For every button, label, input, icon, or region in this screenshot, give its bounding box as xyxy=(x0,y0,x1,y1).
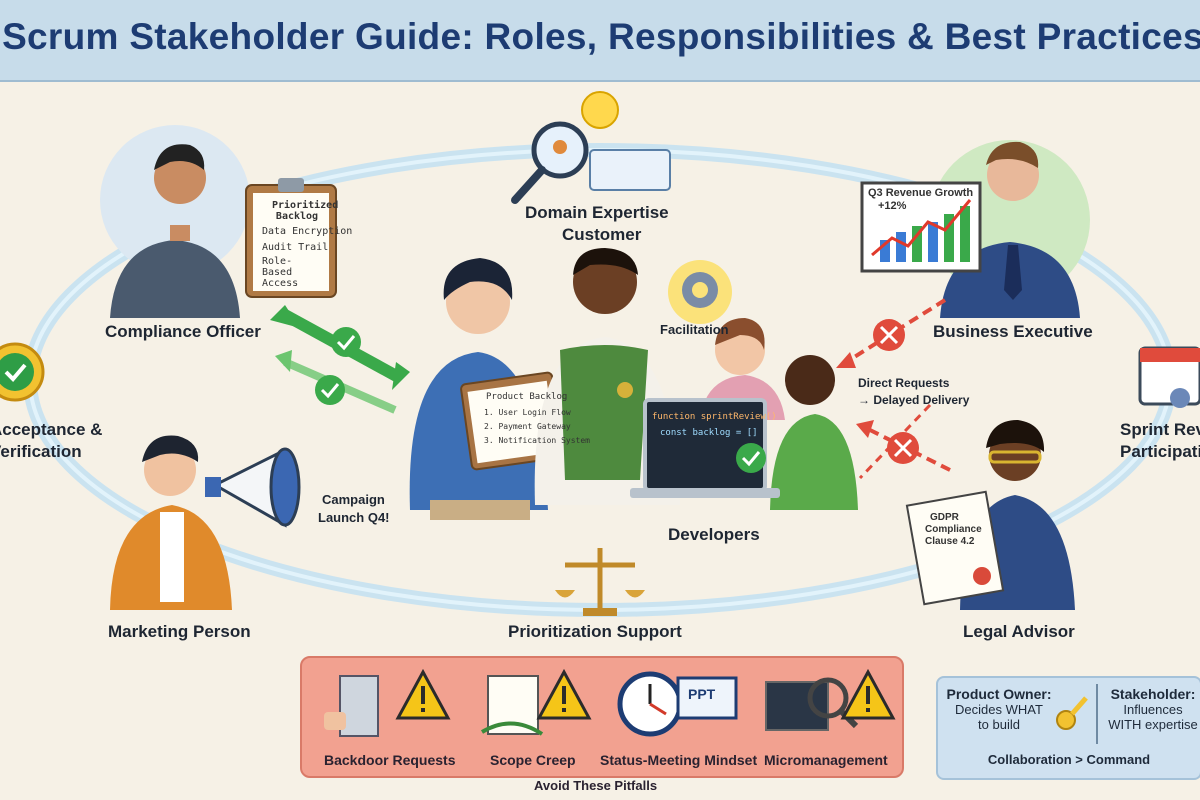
ppt-label: PPT xyxy=(688,686,716,702)
facilitation-gear-icon xyxy=(668,260,732,324)
marketing-person-figure xyxy=(110,435,232,610)
backlog-clipboard-icon xyxy=(245,178,337,298)
warning-icon xyxy=(395,668,451,720)
gdpr-line3: Clause 4.2 xyxy=(925,536,975,547)
collaboration-arrows xyxy=(270,305,410,414)
legend-stakeholder: Stakeholder: Influences WITH expertise xyxy=(1098,686,1200,732)
participation-label: Participation xyxy=(1120,442,1200,461)
campaign-text-line1: Campaign xyxy=(322,492,385,507)
developers-label: Developers xyxy=(668,525,760,544)
pitfall-backdoor-requests: Backdoor Requests xyxy=(324,752,456,768)
po-item-2: 2. Payment Gateway xyxy=(484,422,571,431)
legend-sh-line1: Influences xyxy=(1123,702,1183,717)
po-item-3: 3. Notification System xyxy=(484,436,590,445)
backlog-item-2: Audit Trail xyxy=(262,242,329,253)
gdpr-line2: Compliance xyxy=(925,524,982,535)
code-line-1: function sprintReview() xyxy=(652,412,777,422)
domain-expertise-label: Domain Expertise xyxy=(525,203,669,222)
legend-product-owner: Product Owner: Decides WHAT to build xyxy=(944,686,1054,732)
backlog-item-3: Role-Based Access xyxy=(262,256,299,289)
backlog-item-1: Data Encryption xyxy=(262,226,353,237)
sprint-review-label: Sprint Review xyxy=(1120,420,1200,439)
revenue-chart-board xyxy=(860,181,982,273)
key-icon xyxy=(1056,696,1088,730)
compliance-officer-figure xyxy=(100,125,250,318)
legend-po-line2: to build xyxy=(978,717,1020,732)
warning-icon xyxy=(840,668,896,720)
pitfall-micromanagement: Micromanagement xyxy=(764,752,888,768)
backlog-clipboard-title: Prioritized Backlog xyxy=(272,200,339,222)
prioritization-support-label: Prioritization Support xyxy=(508,622,682,641)
verification-label: Verification xyxy=(0,442,82,461)
business-executive-label: Business Executive xyxy=(933,322,1093,341)
role-legend: Product Owner: Decides WHAT to build Sta… xyxy=(936,676,1200,780)
pitfalls-panel: PPT Backdoor Requests Scope Creep Status… xyxy=(300,656,904,778)
legend-sh-line2: WITH expertise xyxy=(1108,717,1198,732)
direct-requests-line1: Direct Requests xyxy=(858,376,950,390)
campaign-text-line2: Launch Q4! xyxy=(318,510,390,525)
compliance-officer-label: Compliance Officer xyxy=(105,322,261,341)
presentation-icon xyxy=(676,676,738,720)
clock-icon xyxy=(617,671,683,737)
blocked-request-arrows xyxy=(836,298,951,480)
marketing-person-label: Marketing Person xyxy=(108,622,251,641)
legend-footer: Collaboration > Command xyxy=(987,752,1151,767)
pitfalls-title: Avoid These Pitfalls xyxy=(534,778,658,793)
legal-advisor-label: Legal Advisor xyxy=(963,622,1075,641)
backdoor-door-icon xyxy=(324,675,379,737)
sprint-review-calendar-icon xyxy=(1138,346,1200,408)
pitfalls-icons xyxy=(324,668,896,737)
diagram-artwork xyxy=(0,91,1200,617)
legend-sh-title: Stakeholder: xyxy=(1110,686,1196,702)
domain-expertise-icons xyxy=(511,91,671,204)
gdpr-document-icon xyxy=(905,490,1005,606)
pitfall-scope-creep: Scope Creep xyxy=(490,752,576,768)
facilitation-label: Facilitation xyxy=(660,322,729,337)
revenue-board-line2: +12% xyxy=(878,200,907,212)
direct-requests-line2: → Delayed Delivery xyxy=(858,393,970,407)
customer-label: Customer xyxy=(562,225,642,244)
legend-po-title: Product Owner: xyxy=(946,686,1052,702)
developers-figures xyxy=(700,318,858,510)
pitfall-status-meeting: Status-Meeting Mindset xyxy=(600,752,758,768)
scope-document-icon xyxy=(480,675,544,736)
laptop-icon xyxy=(630,398,780,498)
balance-scale-icon xyxy=(555,548,645,616)
megaphone-icon xyxy=(205,447,301,528)
acceptance-label: Acceptance & xyxy=(0,420,103,439)
legend-divider xyxy=(1096,684,1098,744)
code-line-2: const backlog = [] xyxy=(660,428,758,438)
gdpr-line1: GDPR xyxy=(930,512,959,523)
acceptance-badge-icon xyxy=(0,342,45,402)
legend-po-line1: Decides WHAT xyxy=(955,702,1043,717)
title-banner: Scrum Stakeholder Guide: Roles, Responsi… xyxy=(0,0,1200,82)
revenue-board-line1: Q3 Revenue Growth xyxy=(868,187,974,199)
page-title: Scrum Stakeholder Guide: Roles, Responsi… xyxy=(2,16,1200,57)
po-clipboard-title: Product Backlog xyxy=(486,392,568,402)
po-item-1: 1. User Login Flow xyxy=(484,408,571,417)
warning-icon xyxy=(536,668,592,720)
magnifier-screen-icon xyxy=(765,677,859,731)
